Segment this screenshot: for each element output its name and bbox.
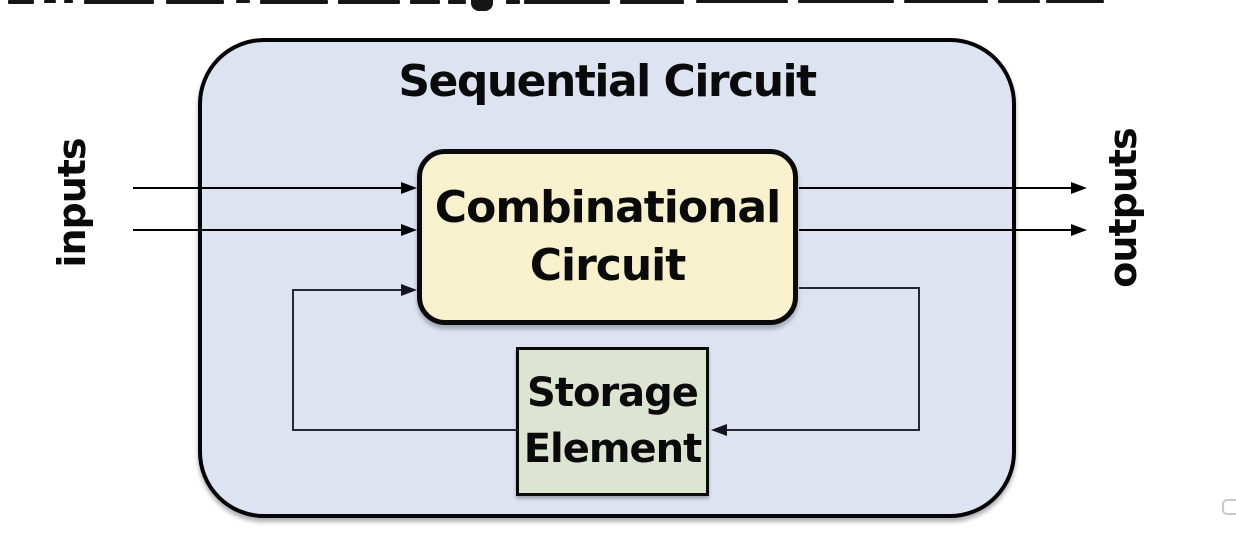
- outputs-label: outputs: [1101, 128, 1145, 288]
- output-arrow-2-line: [799, 229, 1073, 231]
- combinational-label-line1: Combinational: [434, 181, 781, 233]
- feedback-into-combinational-head: [401, 284, 417, 296]
- feedback-right-top-line: [799, 287, 920, 289]
- storage-label-line2: Element: [523, 425, 703, 472]
- feedback-right-vertical-line: [918, 287, 920, 431]
- combinational-circuit-box: Combinational Circuit: [417, 149, 798, 325]
- output-arrow-1-head: [1071, 182, 1087, 194]
- feedback-right-bottom-line: [726, 429, 920, 431]
- feedback-left-top-line: [292, 289, 403, 291]
- output-arrow-1-line: [799, 187, 1073, 189]
- cropped-corner-artifact: [1222, 499, 1236, 515]
- input-arrow-2-line: [133, 229, 403, 231]
- feedback-left-vertical-line: [292, 289, 294, 431]
- inputs-label: inputs: [50, 138, 94, 268]
- input-arrow-2-head: [401, 224, 417, 236]
- feedback-into-storage-head: [711, 424, 727, 436]
- input-arrow-1-line: [133, 187, 403, 189]
- output-arrow-2-head: [1071, 224, 1087, 236]
- storage-label-line1: Storage: [527, 370, 699, 417]
- combinational-label-line2: Circuit: [529, 240, 687, 291]
- sequential-circuit-title: Sequential Circuit: [398, 56, 817, 107]
- input-arrow-1-head: [401, 182, 417, 194]
- feedback-left-bottom-line: [292, 429, 518, 431]
- storage-element-box: Storage Element: [516, 347, 709, 496]
